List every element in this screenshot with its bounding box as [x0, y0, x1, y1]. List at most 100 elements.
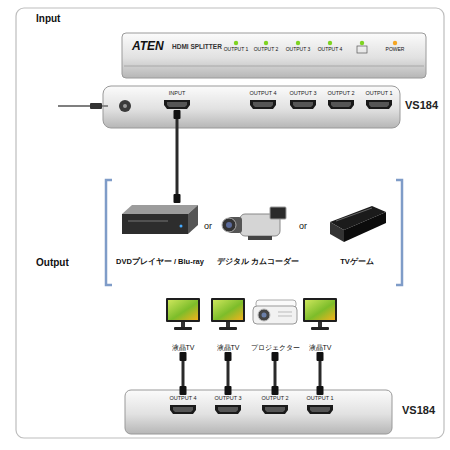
- power-led: [393, 41, 397, 45]
- led: [360, 41, 364, 45]
- led-label: OUTPUT 2: [254, 47, 279, 53]
- hdmi-socket: [290, 100, 316, 109]
- console-front: [344, 212, 386, 242]
- power-plug-tip: [102, 105, 108, 107]
- hdmi-plug: [317, 352, 324, 361]
- model-name: VS184: [402, 404, 435, 417]
- hdmi-port: INPUT: [163, 90, 191, 110]
- projector-body: [253, 306, 297, 324]
- dvd-top: [122, 205, 198, 214]
- port-label: OUTPUT 1: [365, 90, 392, 96]
- front-panel: ATENHDMI SPLITTER: [122, 33, 426, 78]
- hdmi-socket: [366, 100, 392, 109]
- port-label: OUTPUT 3: [289, 90, 316, 96]
- hdmi-cable: [174, 110, 181, 203]
- dvd-front: [122, 214, 188, 234]
- hdmi-socket: [170, 405, 196, 414]
- dvd-tray: [128, 221, 168, 222]
- hdmi-cable: [317, 352, 324, 395]
- camcorder-strap: [248, 236, 272, 240]
- rear-panel: INPUTOUTPUT 4OUTPUT 3OUTPUT 2OUTPUT 1VS1…: [103, 86, 400, 128]
- hdmi-plug: [174, 110, 181, 119]
- tv-bezel: [303, 298, 337, 322]
- cable-line: [176, 110, 179, 203]
- tv-stand: [226, 322, 230, 327]
- dc-jack-pin: [123, 104, 127, 108]
- splitter-front: [122, 33, 426, 78]
- port-label: OUTPUT 4: [169, 395, 196, 401]
- hdmi-socket-inner: [265, 407, 285, 412]
- led-label: OUTPUT 1: [224, 47, 249, 53]
- projector-lens: [258, 309, 270, 321]
- dvd-player: DVDプレイヤー / Blu-ray: [114, 203, 206, 267]
- hdmi-plug: [225, 352, 232, 361]
- lcd-tv: 液晶TV: [165, 296, 201, 352]
- splitter-rear: [125, 390, 392, 434]
- product-name: HDMI SPLITTER: [172, 43, 222, 50]
- camcorder: デジタル カムコーダー: [215, 203, 302, 267]
- tv-screen: [213, 300, 243, 320]
- tv-bezel: [211, 298, 245, 322]
- section-heading: Input: [36, 13, 60, 24]
- power-cord: [58, 105, 90, 107]
- device-label: TVゲーム: [340, 258, 374, 267]
- hdmi-port: OUTPUT 3: [287, 90, 319, 110]
- hdmi-socket-inner: [331, 102, 351, 107]
- panel-edge: [124, 66, 424, 67]
- led-label: POWER: [386, 47, 405, 53]
- hdmi-port: OUTPUT 4: [247, 90, 279, 110]
- port-label: INPUT: [169, 90, 186, 96]
- hdmi-socket-inner: [369, 102, 389, 107]
- port-label: OUTPUT 1: [306, 395, 333, 401]
- led: [234, 41, 238, 45]
- bracket: [106, 180, 112, 285]
- splitter-rear: [103, 86, 400, 128]
- game-console: TVゲーム: [326, 203, 388, 267]
- device-label: プロジェクター: [251, 344, 300, 352]
- hdmi-plug: [317, 386, 324, 395]
- hdmi-socket-inner: [253, 102, 273, 107]
- projector-vent: [278, 312, 292, 313]
- led-label: OUTPUT 4: [318, 47, 343, 53]
- projector-glass: [262, 313, 267, 318]
- dc-jack: [119, 100, 131, 112]
- tv-screen: [305, 300, 335, 320]
- hdmi-port: OUTPUT 2: [325, 90, 357, 110]
- camcorder-screen: [270, 207, 286, 219]
- hdmi-socket-inner: [218, 407, 238, 412]
- hdmi-socket: [328, 100, 354, 109]
- hdmi-plug: [225, 386, 232, 395]
- hdmi-cable: [180, 352, 187, 395]
- or-label: or: [299, 222, 307, 232]
- console-side: [330, 222, 344, 242]
- tv-base: [174, 327, 192, 330]
- port-label: OUTPUT 3: [214, 395, 241, 401]
- port-label: OUTPUT 2: [261, 395, 288, 401]
- hdmi-plug: [180, 386, 187, 395]
- model-name: VS184: [405, 99, 438, 112]
- lcd-tv: 液晶TV: [302, 296, 338, 352]
- frame: [16, 8, 444, 438]
- dvd-side: [188, 205, 198, 234]
- hdmi-socket: [164, 100, 190, 109]
- tv-base: [219, 327, 237, 330]
- led: [296, 41, 300, 45]
- hdmi-socket-inner: [293, 102, 313, 107]
- projector-vent: [278, 316, 292, 317]
- hdmi-socket: [307, 405, 333, 414]
- hdmi-socket: [215, 405, 241, 414]
- led-label: OUTPUT 3: [286, 47, 311, 53]
- camcorder-glass: [226, 222, 232, 228]
- camcorder-lens: [222, 218, 236, 232]
- port-label: OUTPUT 4: [249, 90, 276, 96]
- console-shine: [336, 208, 372, 221]
- hdmi-plug: [272, 352, 279, 361]
- hdmi-socket: [250, 100, 276, 109]
- hdmi-port: OUTPUT 1: [363, 90, 395, 110]
- hdmi-socket: [262, 405, 288, 414]
- led: [328, 41, 332, 45]
- bracket: [396, 180, 402, 285]
- hdmi-plug: [174, 194, 181, 203]
